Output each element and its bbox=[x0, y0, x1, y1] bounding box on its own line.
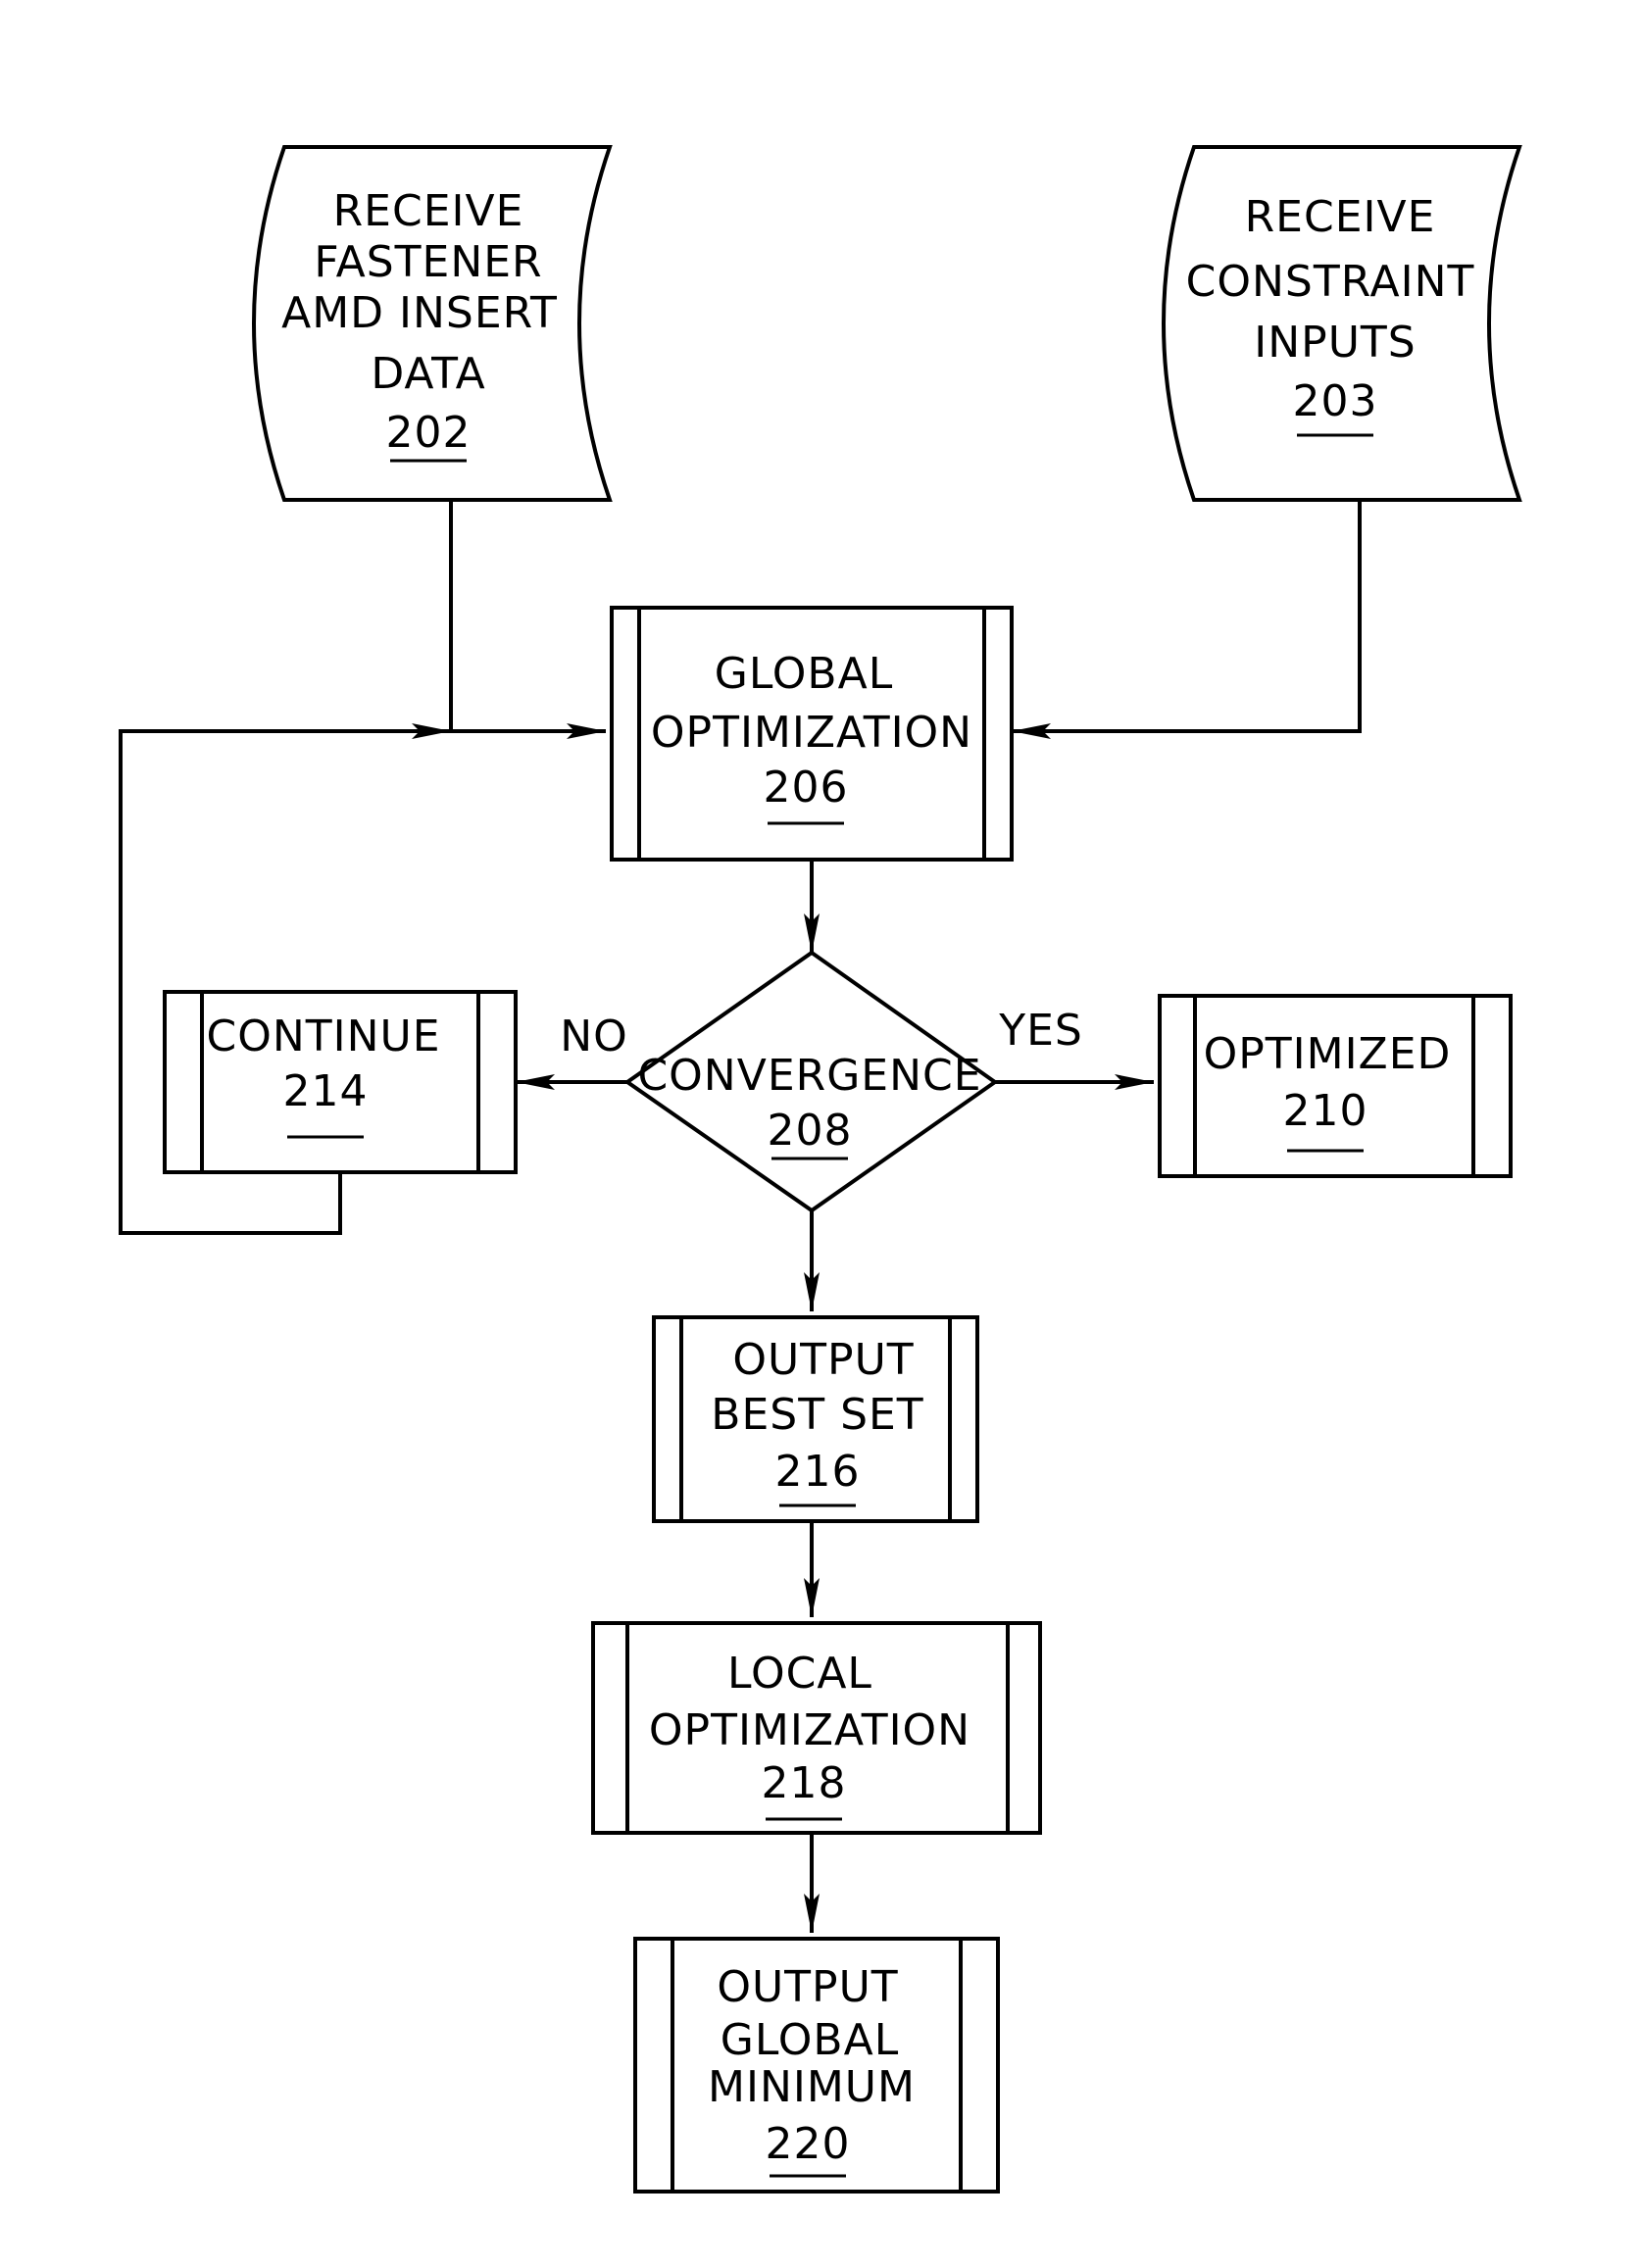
node-218: LOCAL OPTIMIZATION 218 bbox=[593, 1623, 1040, 1833]
node-202: RECEIVE FASTENER AMD INSERT DATA 202 bbox=[254, 147, 610, 500]
node-210: OPTIMIZED 210 bbox=[1160, 996, 1511, 1176]
node-label-line: DATA bbox=[371, 349, 485, 399]
node-label-line: RECEIVE bbox=[1245, 192, 1436, 242]
node-label-line: CONTINUE bbox=[206, 1011, 440, 1061]
node-ref-number: 210 bbox=[1283, 1086, 1368, 1136]
node-label-line: OPTIMIZED bbox=[1204, 1029, 1452, 1079]
edge-label-no: NO bbox=[560, 1011, 628, 1061]
node-ref-number: 220 bbox=[766, 2119, 851, 2169]
node-ref-number: 214 bbox=[283, 1066, 369, 1116]
node-label-line: INPUTS bbox=[1254, 318, 1416, 368]
node-label-line: CONVERGENCE bbox=[637, 1051, 981, 1101]
node-label-line: AMD INSERT bbox=[281, 288, 558, 338]
node-ref-number: 216 bbox=[775, 1447, 861, 1497]
node-label-line: OUTPUT bbox=[717, 1962, 898, 2012]
node-label-line: OPTIMIZATION bbox=[651, 708, 972, 758]
node-label-line: FASTENER bbox=[314, 237, 542, 287]
node-label-line: LOCAL bbox=[727, 1649, 872, 1699]
node-ref-number: 218 bbox=[762, 1758, 847, 1808]
node-label-line: BEST SET bbox=[711, 1390, 923, 1440]
node-ref-number: 203 bbox=[1293, 376, 1378, 426]
node-220: OUTPUT GLOBAL MINIMUM 220 bbox=[635, 1939, 998, 2192]
node-ref-number: 208 bbox=[768, 1106, 853, 1156]
node-label-line: RECEIVE bbox=[333, 186, 524, 236]
node-label-line: OPTIMIZATION bbox=[649, 1705, 970, 1755]
node-208: CONVERGENCE 208 bbox=[627, 953, 995, 1210]
edge-label-yes: YES bbox=[998, 1006, 1083, 1056]
node-label-line: GLOBAL bbox=[715, 649, 893, 699]
node-ref-number: 202 bbox=[386, 408, 472, 458]
node-214: CONTINUE 214 bbox=[165, 992, 516, 1172]
node-216: OUTPUT BEST SET 216 bbox=[654, 1317, 977, 1521]
node-206: GLOBAL OPTIMIZATION 206 bbox=[612, 608, 1012, 860]
edge-202-to-206 bbox=[451, 500, 606, 731]
node-label-line: CONSTRAINT bbox=[1186, 257, 1475, 307]
edge-203-to-206 bbox=[1012, 500, 1360, 731]
node-label-line: OUTPUT bbox=[732, 1335, 914, 1385]
node-ref-number: 206 bbox=[764, 763, 849, 813]
node-203: RECEIVE CONSTRAINT INPUTS 203 bbox=[1164, 147, 1519, 500]
node-label-line: MINIMUM bbox=[708, 2062, 916, 2112]
node-label-line: GLOBAL bbox=[721, 2015, 899, 2065]
